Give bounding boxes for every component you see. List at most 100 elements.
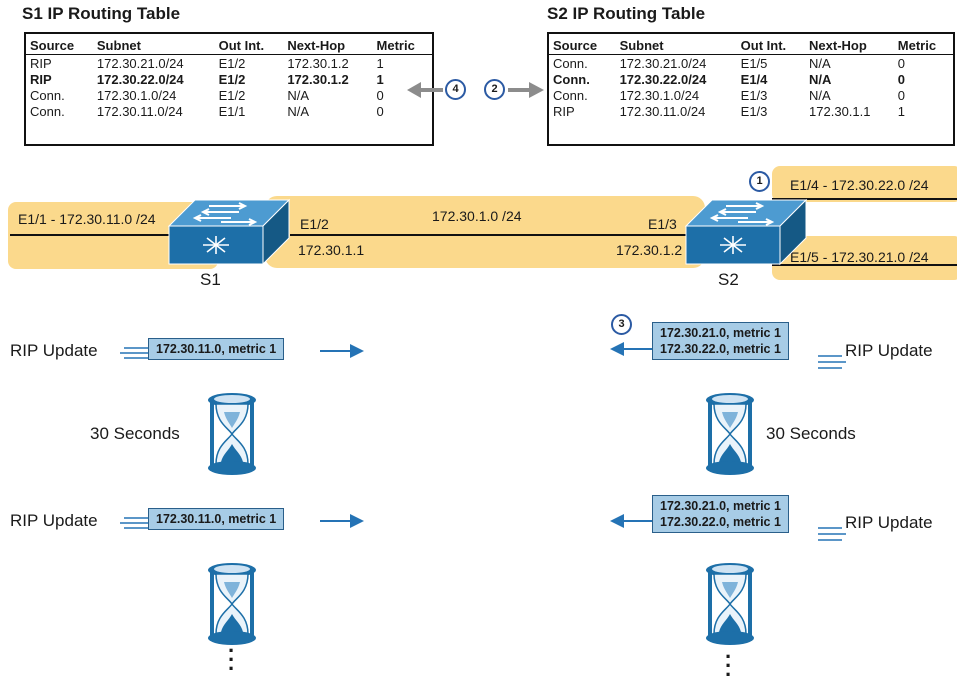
column-header: Out Int. (214, 37, 284, 55)
speed-lines-icon (818, 355, 846, 369)
table-cell: 0 (897, 87, 906, 103)
switch-s2-icon (684, 198, 808, 266)
table-cell: E1/2 (218, 71, 246, 87)
table-cell: Conn. (30, 103, 65, 119)
link-stripe (265, 196, 705, 268)
left-update-packet-2: 172.30.11.0, metric 1 (148, 508, 285, 530)
table-cell: 172.30.1.2 (287, 55, 349, 71)
s1-link-interface: E1/2 (300, 216, 329, 232)
table-cell: Conn. (553, 87, 588, 103)
lan-left-label: E1/1 - 172.30.11.0 /24 (18, 211, 156, 227)
step-2-badge: 2 (484, 79, 505, 100)
s2-routing-table: Source Subnet Out Int. Next-Hop Metric C… (547, 32, 955, 146)
step-1-badge: 1 (749, 171, 770, 192)
arrow-right-icon (320, 514, 364, 528)
table-cell: E1/3 (740, 87, 768, 103)
speed-lines-icon (120, 517, 148, 529)
hourglass-icon (706, 393, 754, 475)
table-cell: 172.30.21.0/24 (619, 55, 707, 71)
table-row: RIP 172.30.11.0/24 E1/3 172.30.1.1 1 (549, 103, 953, 119)
table-row: RIP 172.30.21.0/24 E1/2 172.30.1.2 1 (26, 55, 432, 72)
table-row: Conn. 172.30.21.0/24 E1/5 N/A 0 (549, 55, 953, 72)
table-cell: 0 (897, 71, 906, 87)
table-cell: 172.30.1.1 (809, 103, 871, 119)
arrow-right-icon (320, 344, 364, 358)
left-rip-update-label-1: RIP Update (10, 341, 98, 360)
table-cell: E1/2 (218, 87, 246, 103)
column-header: Source (26, 37, 93, 55)
arrow-left-icon (610, 514, 654, 528)
s1-table-title: S1 IP Routing Table (22, 4, 181, 23)
table-cell: N/A (287, 103, 309, 119)
gray-arrow-right-icon (508, 82, 544, 98)
table-cell: 172.30.1.2 (287, 71, 349, 87)
table-cell: Conn. (553, 55, 588, 71)
switch-s1-icon (167, 198, 291, 266)
table-cell: RIP (30, 55, 52, 71)
link-wire (290, 234, 695, 236)
table-row-highlighted: Conn. 172.30.22.0/24 E1/4 N/A 0 (549, 71, 953, 87)
lan-right-top-label: E1/4 - 172.30.22.0 /24 (790, 177, 929, 193)
table-row: Conn. 172.30.1.0/24 E1/3 N/A 0 (549, 87, 953, 103)
hourglass-icon (208, 563, 256, 645)
right-rip-update-label-2: RIP Update (845, 513, 933, 532)
column-header: Metric (372, 37, 432, 55)
table-cell: 172.30.22.0/24 (96, 71, 184, 87)
table-cell: 0 (376, 103, 384, 119)
table-cell: E1/3 (740, 103, 768, 119)
right-update-line-2: 172.30.22.0, metric 1 (660, 342, 781, 356)
s2-table-title: S2 IP Routing Table (547, 4, 706, 23)
s2-link-ip: 172.30.1.2 (616, 242, 683, 258)
right-update-line-1: 172.30.21.0, metric 1 (660, 326, 781, 340)
lan-left-wire (10, 234, 170, 236)
lan-right-bottom-stripe (772, 236, 957, 280)
column-header: Source (549, 37, 616, 55)
table-cell: RIP (30, 71, 52, 87)
s1-routing-table: Source Subnet Out Int. Next-Hop Metric R… (24, 32, 434, 146)
lan-right-bottom-wire (772, 264, 957, 266)
left-timer-label: 30 Seconds (90, 424, 180, 443)
arrow-left-icon (610, 342, 654, 356)
table-cell: N/A (809, 71, 832, 87)
column-header: Next-Hop (805, 37, 894, 55)
table-cell: Conn. (553, 71, 590, 87)
left-update-packet-1: 172.30.11.0, metric 1 (148, 338, 285, 360)
table-cell: 1 (376, 55, 384, 71)
table-row: Conn. 172.30.11.0/24 E1/1 N/A 0 (26, 103, 432, 119)
right-update-packet-1: 172.30.21.0, metric 1 172.30.22.0, metri… (652, 322, 789, 360)
step-4-badge: 4 (445, 79, 466, 100)
hourglass-icon (208, 393, 256, 475)
table-cell: N/A (809, 55, 831, 71)
table-cell: E1/5 (740, 55, 768, 71)
right-update-packet-2: 172.30.21.0, metric 1 172.30.22.0, metri… (652, 495, 789, 533)
column-header: Subnet (92, 37, 215, 55)
s1-link-ip: 172.30.1.1 (298, 242, 365, 258)
hourglass-icon (706, 563, 754, 645)
step-3-badge: 3 (611, 314, 632, 335)
table-cell: 0 (376, 87, 384, 103)
switch-s1-label: S1 (200, 270, 221, 289)
table-cell: 1 (376, 71, 384, 87)
link-subnet-label: 172.30.1.0 /24 (432, 208, 522, 224)
table-cell: 172.30.1.0/24 (619, 87, 700, 103)
column-header: Metric (893, 37, 953, 55)
gray-arrow-left-icon (407, 82, 443, 98)
table-cell: 172.30.22.0/24 (619, 71, 707, 87)
table-header-row: Source Subnet Out Int. Next-Hop Metric (26, 37, 432, 55)
column-header: Out Int. (736, 37, 806, 55)
right-timer-label: 30 Seconds (766, 424, 856, 443)
table-cell: N/A (287, 87, 309, 103)
table-cell: 172.30.21.0/24 (96, 55, 184, 71)
table-cell: 172.30.1.0/24 (96, 87, 177, 103)
route-exchange-arrows (407, 82, 544, 98)
column-header: Subnet (615, 37, 737, 55)
table-header-row: Source Subnet Out Int. Next-Hop Metric (549, 37, 953, 55)
left-rip-update-label-2: RIP Update (10, 511, 98, 530)
continuation-dots-icon: ··· (228, 638, 236, 681)
lan-right-top-stripe (772, 166, 957, 202)
lan-right-bottom-label: E1/5 - 172.30.21.0 /24 (790, 249, 929, 265)
table-cell: E1/2 (218, 55, 246, 71)
table-cell: 0 (897, 55, 906, 71)
table-cell: N/A (809, 87, 831, 103)
table-cell: 172.30.11.0/24 (96, 103, 183, 119)
